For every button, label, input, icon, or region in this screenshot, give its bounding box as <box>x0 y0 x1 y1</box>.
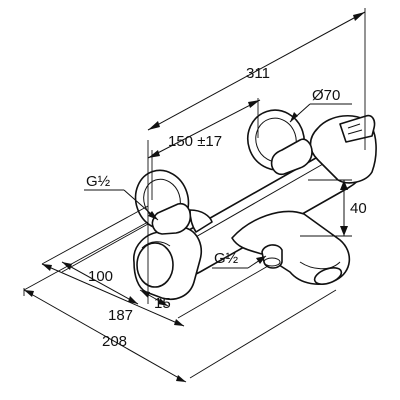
spout <box>231 210 351 285</box>
dim-label-overall-width: 311 <box>246 65 270 82</box>
dimension-labels: 311 Ø70 150 ±17 G½ 40 G½ 100 187 15 208 <box>86 65 367 350</box>
dim-label-height-outlet: 40 <box>350 200 367 217</box>
left-connection-nut <box>151 202 213 235</box>
dim-label-connection-left: G½ <box>86 173 111 190</box>
dim-label-centre-distance: 150 ±17 <box>168 133 222 150</box>
outlet-connection <box>261 244 283 269</box>
dim-label-offset-small: 15 <box>154 295 171 312</box>
dim-label-wall-to-front: 208 <box>102 333 127 350</box>
mixer-body <box>133 109 377 300</box>
dim-label-wall-to-outlet: 187 <box>108 307 133 324</box>
thermostat-handle <box>309 114 377 184</box>
flow-handle <box>133 227 202 300</box>
dim-label-wall-to-body: 100 <box>88 268 113 285</box>
right-connection-nut <box>270 138 313 176</box>
dim-label-connection-outlet: G½ <box>214 250 239 267</box>
dimension-lines <box>23 8 366 383</box>
dim-label-rosette-diameter: Ø70 <box>312 87 340 104</box>
